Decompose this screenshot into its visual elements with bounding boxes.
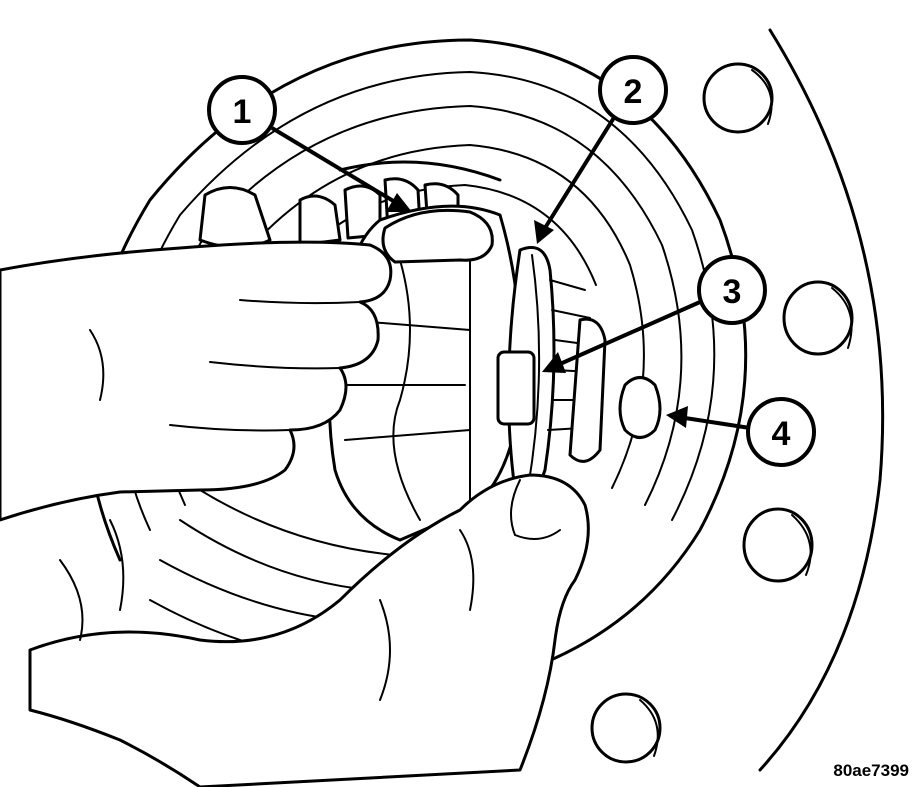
callout-4: 4 bbox=[746, 397, 816, 467]
arrowhead-4 bbox=[666, 406, 688, 428]
callout-3-label: 3 bbox=[723, 273, 742, 311]
left-hand-creases bbox=[89, 299, 361, 432]
figure-id: 80ae7399 bbox=[833, 761, 909, 780]
bolt-hole bbox=[702, 62, 774, 134]
leader-lines bbox=[270, 106, 751, 430]
callout-2-label: 2 bbox=[624, 73, 643, 111]
arrowhead-1 bbox=[386, 193, 412, 212]
leader-4 bbox=[684, 416, 751, 430]
right-hand-creases bbox=[59, 479, 561, 701]
outer-flange-edge bbox=[758, 28, 885, 772]
callout-4-label: 4 bbox=[772, 415, 791, 453]
callout-1-label: 1 bbox=[233, 93, 252, 131]
pinion-shaft bbox=[496, 350, 536, 426]
arrowhead-2 bbox=[534, 220, 554, 244]
shaft-lock-pin bbox=[618, 376, 662, 439]
leader-3 bbox=[559, 300, 701, 366]
bolt-holes bbox=[590, 62, 854, 764]
right-hand bbox=[28, 473, 590, 787]
leader-2 bbox=[543, 106, 622, 230]
bolt-hole bbox=[590, 692, 662, 764]
bolt-hole bbox=[782, 280, 854, 356]
callout-2: 2 bbox=[598, 55, 668, 125]
callout-1: 1 bbox=[207, 75, 277, 145]
bolt-hole bbox=[742, 507, 814, 583]
leader-1 bbox=[270, 126, 397, 204]
arrowhead-3 bbox=[542, 352, 566, 373]
left-thumb bbox=[381, 208, 494, 264]
callout-3: 3 bbox=[697, 255, 767, 325]
left-hand bbox=[0, 240, 393, 522]
